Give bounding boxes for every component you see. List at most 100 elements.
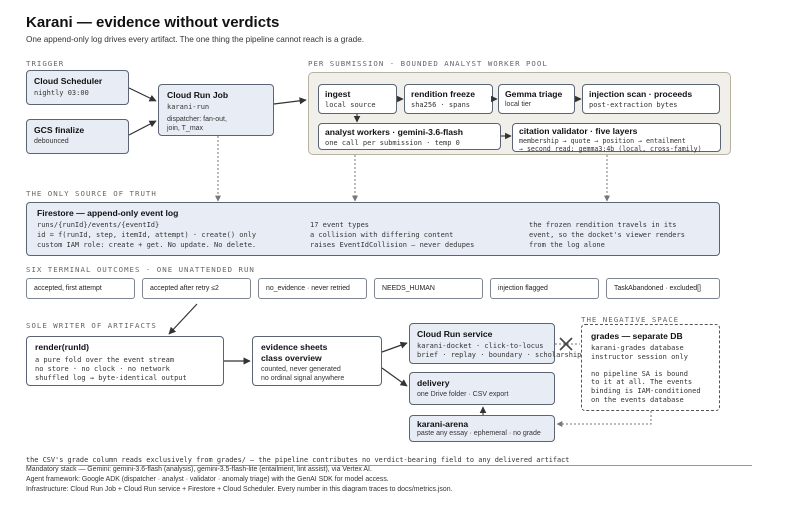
citation-validator-node: citation validator · five layers members… [512, 123, 721, 153]
outcome-chip: no_evidence · never retried [258, 278, 367, 299]
page-subtitle: One append-only log drives every artifac… [26, 35, 365, 44]
section-trigger: TRIGGER [26, 59, 65, 68]
firestore-col-3: the frozen rendition travels in its even… [529, 220, 685, 250]
cloud-run-service-node: Cloud Run service karani-docket · click-… [409, 323, 582, 364]
grades-db-line: karani-grades database [591, 344, 684, 352]
injection-scan-node: injection scan · proceeds post-extractio… [582, 84, 720, 114]
cloud-run-service-sub-2: brief · replay · boundary · scholarship [417, 351, 582, 359]
injection-scan-name: injection scan · proceeds [589, 89, 693, 99]
section-outcomes: SIX TERMINAL OUTCOMES · ONE UNATTENDED R… [26, 265, 255, 274]
cloud-run-service-sub-1: karani-docket · click-to-locus [417, 342, 544, 350]
gemma-triage-node: Gemma triage local tier [498, 84, 575, 114]
evidence-sheets-name-1: evidence sheets [261, 342, 328, 352]
render-line: no store · no clock · no network [35, 365, 170, 373]
firestore-col-1-line: id = f(runId, step, itemId, attempt) · c… [37, 231, 257, 239]
firestore-col-3-line: from the log alone [529, 241, 605, 249]
grades-db-line [591, 361, 710, 370]
footer-divider [26, 465, 752, 466]
grades-db-line: on the events database [591, 395, 684, 404]
grades-db-line: no pipeline SA is bound [591, 369, 688, 378]
delivery-name: delivery [417, 378, 450, 388]
firestore-name: Firestore — append-only event log [37, 208, 179, 218]
rendition-freeze-node: rendition freeze sha256 · spans [404, 84, 493, 114]
section-writer: SOLE WRITER OF ARTIFACTS [26, 321, 157, 330]
cloud-run-job-name: Cloud Run Job [167, 90, 229, 100]
cloud-scheduler-sub: nightly 03:00 [34, 89, 89, 97]
karani-arena-name: karani-arena [417, 419, 469, 429]
cloud-run-job-note-2: join, T_max [167, 124, 204, 132]
render-node: render(runId) a pure fold over the event… [26, 336, 224, 386]
grades-db-line: binding is IAM-conditioned [591, 386, 701, 395]
dashed-grades-to-arena [556, 411, 652, 427]
analyst-workers-name: analyst workers · gemini-3.6-flash [325, 127, 464, 137]
rendition-freeze-sub: sha256 · spans [411, 101, 471, 109]
gcs-finalize-name: GCS finalize [34, 125, 85, 135]
injection-scan-sub: post-extraction bytes [589, 101, 678, 109]
firestore-col-2-line: 17 event types [310, 221, 370, 229]
firestore-col-2: 17 event types a collision with differin… [310, 220, 474, 250]
blocked-x-icon [559, 337, 573, 351]
gcs-finalize-node: GCS finalize debounced [26, 119, 129, 154]
outcome-chip: injection flagged [490, 278, 599, 299]
cloud-run-service-name: Cloud Run service [417, 329, 493, 339]
grades-db-name: grades — separate DB [591, 331, 683, 341]
section-negative: THE NEGATIVE SPACE [581, 315, 680, 324]
cloud-run-job-note-1: dispatcher: fan-out, [167, 116, 227, 123]
citation-validator-sub-1: membership → quote → position → entailme… [519, 137, 686, 145]
arrow-evidence-to-service [381, 341, 408, 353]
evidence-sheets-line: counted, never generated [261, 366, 341, 373]
analyst-workers-sub: one call per submission · temp 0 [325, 139, 460, 147]
firestore-col-1: runs/{runId}/events/{eventId} id = f(run… [37, 220, 256, 250]
cloud-run-job-node: Cloud Run Job karani-run dispatcher: fan… [158, 84, 274, 136]
evidence-sheets-line: no ordinal signal anywhere [261, 374, 345, 382]
delivery-node: delivery one Drive folder · CSV export [409, 372, 555, 405]
render-line: shuffled log → byte-identical output [35, 374, 187, 382]
outcome-chip: accepted, first attempt [26, 278, 135, 299]
footer-agent-framework: Agent framework: Google ADK (dispatcher … [26, 476, 389, 483]
citation-validator-sub-2: → second read: gemma3:4b (local, cross-f… [519, 145, 702, 153]
karani-arena-node: karani-arena paste any essay · ephemeral… [409, 415, 555, 442]
rendition-freeze-name: rendition freeze [411, 89, 475, 99]
ingest-node: ingest local source [318, 84, 397, 114]
render-line: a pure fold over the event stream [35, 356, 175, 364]
footer-stack: Mandatory stack — Gemini: gemini-3.6-fla… [26, 466, 372, 473]
arrow-evidence-to-delivery [381, 367, 408, 387]
footer-infrastructure: Infrastructure: Cloud Run Job + Cloud Ru… [26, 486, 453, 493]
gemma-triage-name: Gemma triage [505, 89, 563, 99]
section-truth: THE ONLY SOURCE OF TRUTH [26, 189, 157, 198]
arrow-gcs-to-job [128, 120, 157, 136]
firestore-col-2-line: raises EventIdCollision — never dedupes [310, 241, 475, 249]
render-name: render(runId) [35, 342, 89, 352]
grades-db-line: instructor session only [591, 352, 688, 361]
grades-db-node: grades — separate DB karani-grades datab… [581, 324, 720, 411]
arrow-job-to-pool [273, 97, 307, 105]
firestore-col-3-line: the frozen rendition travels in its [529, 221, 677, 229]
firestore-col-1-line: custom IAM role: create + get. No update… [37, 241, 257, 249]
csv-grade-note: the CSV's grade column reads exclusively… [26, 456, 570, 464]
cloud-scheduler-node: Cloud Scheduler nightly 03:00 [26, 70, 129, 105]
outcome-chip: NEEDS_HUMAN [374, 278, 483, 299]
grades-db-line: to it at all. The events [591, 378, 693, 387]
page-title: Karani — evidence without verdicts [26, 14, 280, 31]
ingest-sub: local source [325, 101, 376, 109]
cloud-run-job-sub: karani-run [167, 103, 210, 111]
outcome-chip: TaskAbandoned · excluded[] [606, 278, 720, 299]
cloud-scheduler-name: Cloud Scheduler [34, 76, 103, 86]
section-pool: PER SUBMISSION · BOUNDED ANALYST WORKER … [308, 59, 548, 68]
firestore-col-1-line: runs/{runId}/events/{eventId} [37, 221, 160, 229]
karani-arena-sub: paste any essay · ephemeral · no grade [417, 430, 541, 437]
firestore-event-log-node: Firestore — append-only event log [26, 202, 720, 256]
delivery-sub: one Drive folder · CSV export [417, 391, 509, 398]
arrow-outcomes-to-render [168, 303, 198, 335]
arrow-scheduler-to-job [128, 87, 157, 102]
analyst-workers-node: analyst workers · gemini-3.6-flash one c… [318, 123, 501, 150]
citation-validator-name: citation validator · five layers [519, 126, 638, 136]
evidence-sheets-name-2: class overview [261, 353, 322, 363]
firestore-col-2-line: a collision with differing content [310, 231, 454, 239]
gcs-finalize-sub: debounced [34, 138, 69, 145]
evidence-sheets-node: evidence sheets class overview counted, … [252, 336, 382, 386]
ingest-name: ingest [325, 89, 351, 99]
gemma-triage-sub: local tier [505, 101, 532, 108]
firestore-col-3-line: event, so the docket's viewer renders [529, 231, 685, 239]
outcome-chip: accepted after retry ≤2 [142, 278, 251, 299]
